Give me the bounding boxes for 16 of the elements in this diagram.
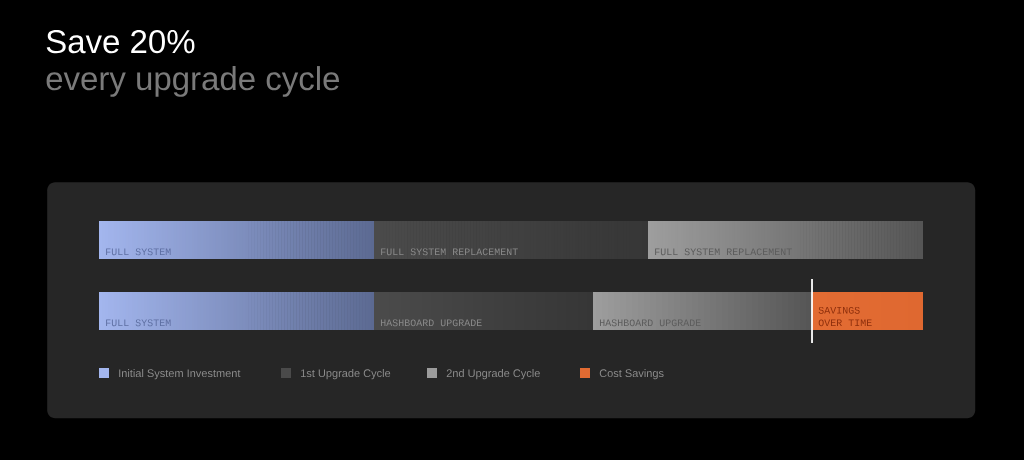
subtitle: every upgrade cycle: [46, 66, 339, 97]
bar-segment: HASHBOARD UPGRADE: [374, 292, 593, 330]
title: Save 20%: [46, 29, 195, 54]
node-label: FULL SYSTEM REPLACEMENT: [381, 248, 518, 256]
node-label: HASHBOARD UPGRADE: [380, 319, 482, 327]
legend-text: 1st Upgrade Cycle: [301, 369, 391, 380]
legend-text: Initial System Investment: [119, 369, 241, 380]
bar-segment: FULL SYSTEM: [99, 292, 374, 330]
node-label: SAVINGS OVER TIME: [818, 306, 872, 327]
legend-text: 2nd Upgrade Cycle: [446, 369, 540, 380]
node-label: FULL SYSTEM: [106, 248, 171, 256]
bar-segment: FULL SYSTEM REPLACEMENT: [374, 221, 648, 259]
bar-segment: SAVINGS OVER TIME: [812, 292, 923, 330]
bar-segment: FULL SYSTEM: [99, 221, 374, 259]
legend-text: Cost Savings: [599, 369, 664, 380]
node-label: FULL SYSTEM: [106, 319, 171, 327]
